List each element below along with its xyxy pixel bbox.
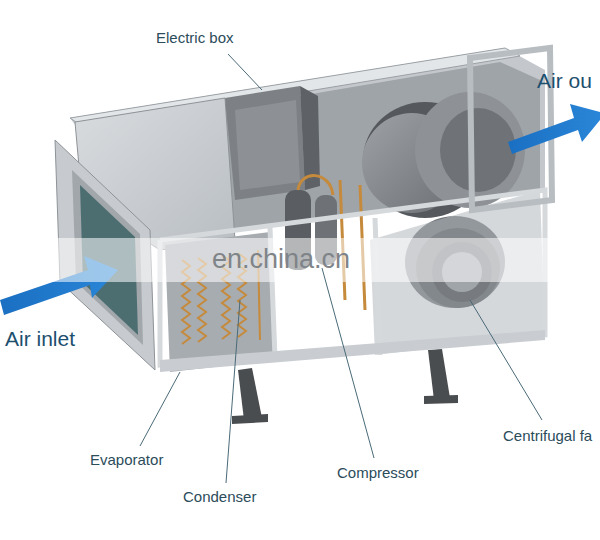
part-label: Compressor (337, 464, 419, 481)
outlet-arrow (508, 104, 600, 154)
part-label: Electric box (156, 29, 234, 46)
airflow-label: Air inlet (5, 327, 75, 351)
watermark: en.china.cn (212, 244, 350, 275)
part-label: Evaporator (90, 451, 163, 468)
part-label: Centrifugal fa (503, 427, 592, 444)
airflow-label: Air ou (537, 69, 592, 93)
part-label: Condenser (183, 488, 256, 505)
leader-lines (140, 54, 542, 483)
electric-box (225, 86, 320, 200)
watermark-band (0, 238, 600, 282)
